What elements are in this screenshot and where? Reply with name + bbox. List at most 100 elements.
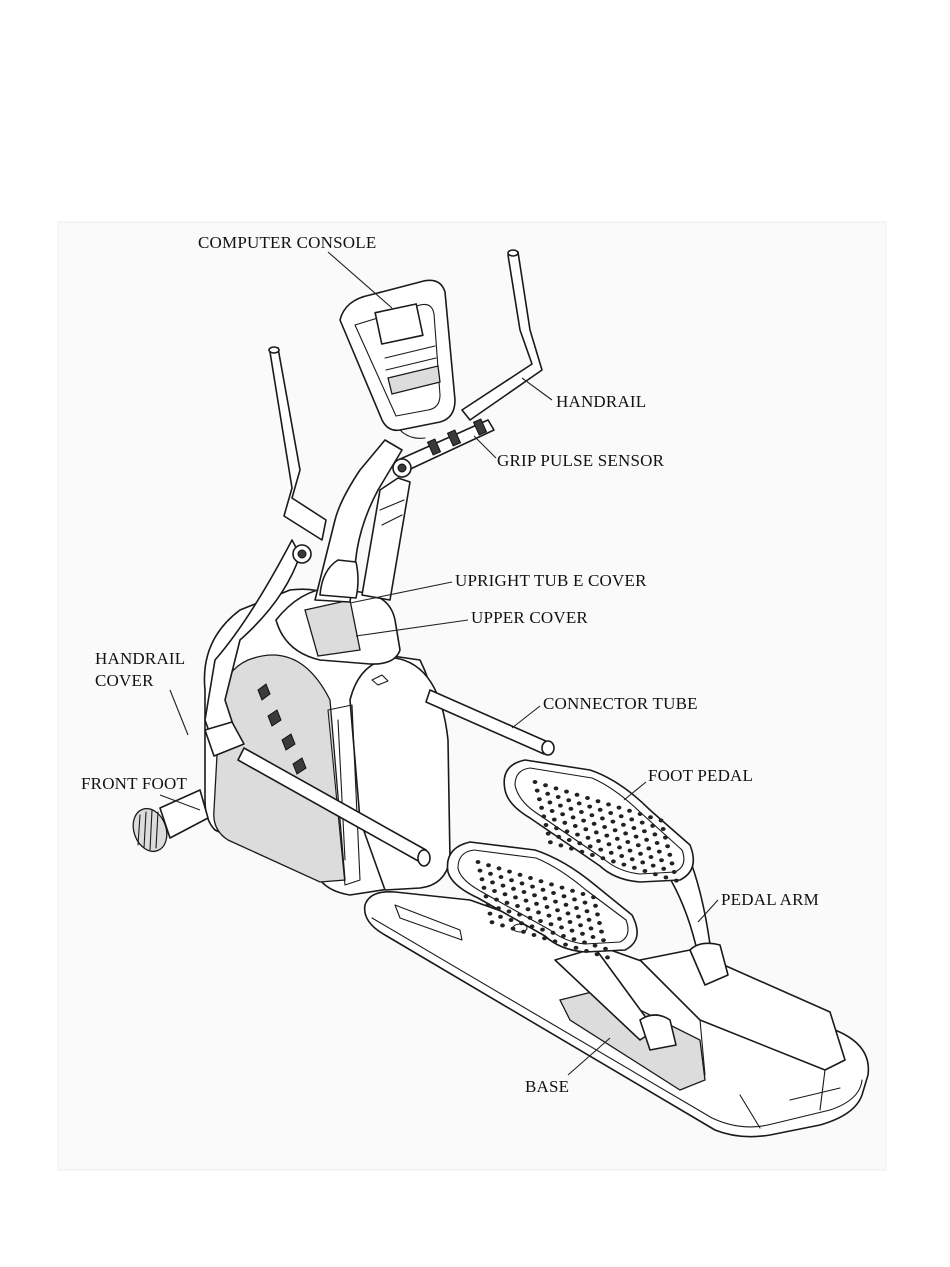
grip-dot — [630, 857, 635, 861]
grip-dot — [549, 922, 554, 926]
grip-dot — [560, 886, 565, 890]
grip-dot — [536, 910, 541, 914]
grip-dot — [591, 895, 596, 899]
grip-dot — [532, 893, 537, 897]
grip-dot — [562, 821, 567, 825]
grip-dot — [595, 952, 600, 956]
grip-dot — [526, 907, 531, 911]
grip-dot — [579, 810, 584, 814]
grip-dot — [486, 903, 491, 907]
grip-dot — [530, 885, 535, 889]
grip-dot — [538, 919, 543, 923]
grip-dot — [650, 824, 655, 828]
label-front-foot: FRONT FOOT — [81, 774, 187, 793]
grip-dot — [564, 903, 569, 907]
grip-dot — [541, 888, 546, 892]
grip-dot — [653, 832, 658, 836]
grip-dot — [600, 816, 605, 820]
grip-dot — [587, 805, 592, 809]
grip-dot — [653, 872, 658, 876]
grip-dot — [585, 909, 590, 913]
label-handrail: HANDRAIL — [556, 392, 646, 411]
grip-dot — [494, 898, 499, 902]
grip-dot — [634, 835, 639, 839]
grip-dot — [574, 906, 579, 910]
grip-dot — [535, 789, 540, 793]
grip-dot — [601, 856, 606, 860]
grip-dot — [547, 914, 552, 918]
label-base: BASE — [525, 1077, 569, 1096]
grip-dot — [541, 814, 546, 818]
grip-dot — [596, 799, 601, 803]
grip-dot — [574, 946, 579, 950]
grip-dot — [499, 875, 504, 879]
grip-dot — [640, 821, 645, 825]
grip-dot — [503, 892, 508, 896]
grip-dot — [553, 939, 558, 943]
grip-dot — [632, 866, 637, 870]
grip-dot — [649, 855, 654, 859]
grip-dot — [661, 867, 666, 871]
grip-dot — [589, 926, 594, 930]
grip-dot — [497, 866, 502, 870]
label-handrail-cover-line2: COVER — [95, 671, 154, 690]
grip-dot — [539, 879, 544, 883]
grip-dot — [623, 831, 628, 835]
grip-dot — [570, 889, 575, 893]
grip-dot — [625, 840, 630, 844]
grip-dot — [534, 902, 539, 906]
grip-dot — [559, 925, 564, 929]
label-handrail-cover-line1: HANDRAIL — [95, 649, 185, 668]
grip-dot — [550, 809, 555, 813]
grip-dot — [496, 906, 501, 910]
grip-dot — [638, 852, 643, 856]
grip-dot — [581, 892, 586, 896]
grip-dot — [511, 887, 516, 891]
grip-dot — [484, 894, 489, 898]
label-pedal-arm: PEDAL ARM — [721, 890, 819, 909]
grip-dot — [590, 813, 595, 817]
grip-dot — [651, 864, 656, 868]
grip-dot — [659, 818, 664, 822]
grip-dot — [607, 842, 612, 846]
grip-dot — [580, 850, 585, 854]
grip-dot — [619, 814, 624, 818]
grip-dot — [640, 860, 645, 864]
grip-dot — [507, 909, 512, 913]
grip-dot — [597, 921, 602, 925]
grip-dot — [638, 812, 643, 816]
grip-dot — [539, 806, 544, 810]
grip-dot — [619, 854, 624, 858]
grip-dot — [586, 836, 591, 840]
grip-dot — [595, 912, 600, 916]
grip-dot — [628, 849, 633, 853]
grip-dot — [674, 879, 679, 883]
grip-dot — [554, 826, 559, 830]
grip-dot — [584, 949, 589, 953]
grip-dot — [672, 870, 677, 874]
label-connector-tube: CONNECTOR TUBE — [543, 694, 698, 713]
grip-dot — [563, 943, 568, 947]
grip-dot — [565, 829, 570, 833]
grip-dot — [572, 937, 577, 941]
grip-dot — [545, 792, 550, 796]
grip-dot — [519, 921, 524, 925]
grip-dot — [562, 894, 567, 898]
grip-dot — [622, 863, 627, 867]
grip-dot — [559, 843, 564, 847]
grip-dot — [548, 840, 553, 844]
grip-dot — [571, 815, 576, 819]
grip-dot — [573, 824, 578, 828]
grip-dot — [665, 844, 670, 848]
grip-dot — [561, 934, 566, 938]
grip-dot — [629, 817, 634, 821]
grip-dot — [566, 798, 571, 802]
grip-dot — [590, 853, 595, 857]
grip-dot — [557, 917, 562, 921]
grip-dot — [492, 889, 497, 893]
grip-dot — [659, 858, 664, 862]
grip-dot — [554, 786, 559, 790]
grip-dot — [661, 827, 666, 831]
grip-dot — [582, 940, 587, 944]
label-computer-console: COMPUTER CONSOLE — [198, 233, 376, 252]
